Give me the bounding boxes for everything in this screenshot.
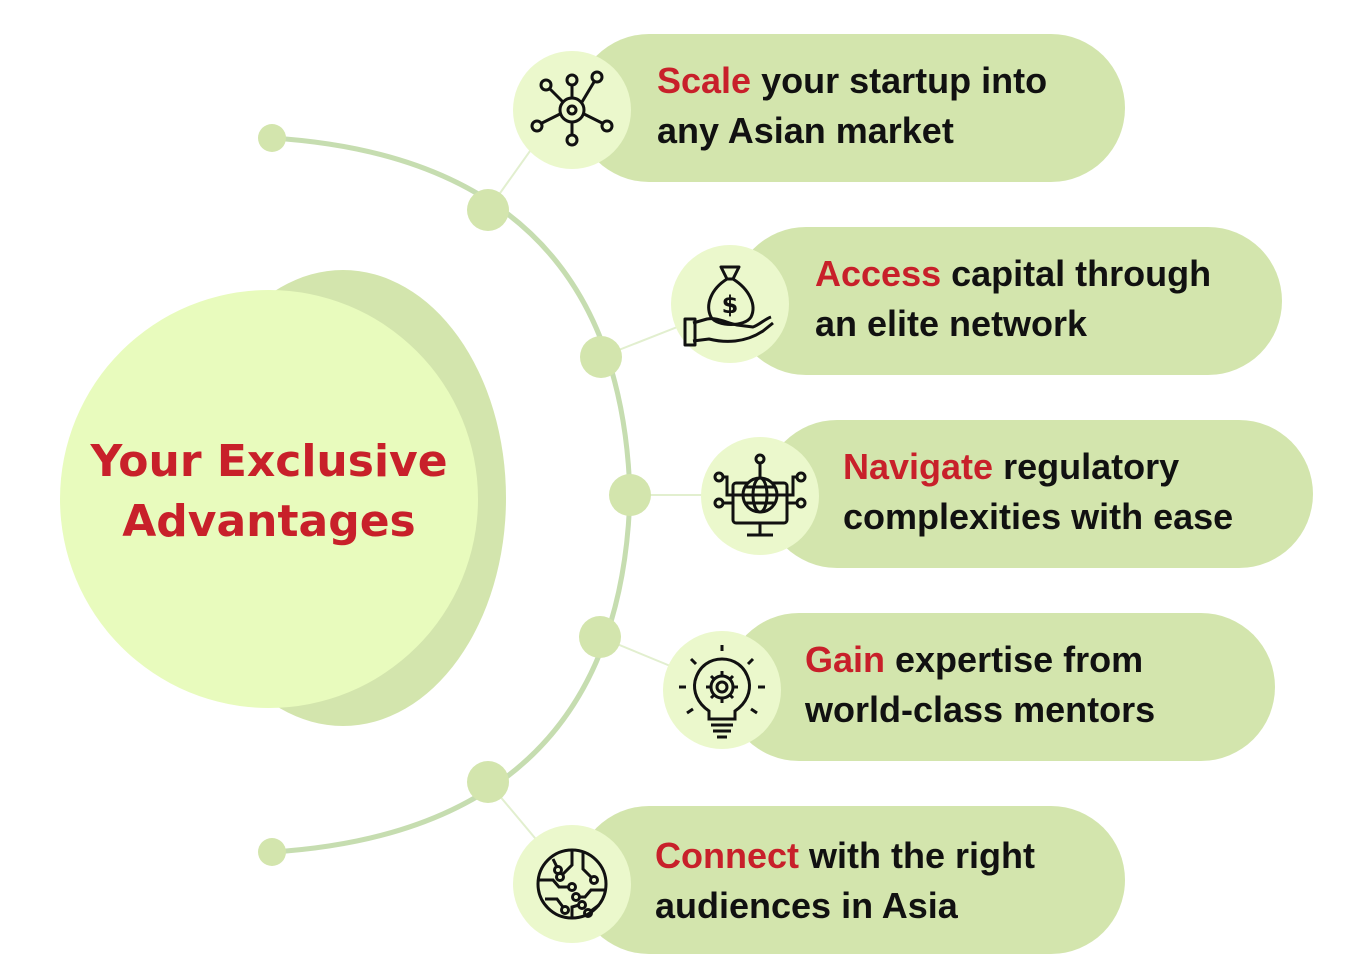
item-text-line1: expertise from [885,639,1144,680]
item-pill-navigate [763,420,1313,568]
hub-title: Your Exclusive Advantages [60,432,478,552]
item-text-line2: complexities with ease [843,496,1234,537]
arc-end-node-top [258,124,286,152]
item-text-scale: Scale your startup into any Asian market [657,56,1047,156]
item-text-line1: regulatory [993,446,1180,487]
item-text-line2: world-class mentors [805,689,1156,730]
hub-circle [60,290,478,708]
item-pill-connect [575,806,1125,954]
item-pill-access [732,227,1282,375]
arc-node-1 [467,189,509,231]
network-hub-icon [513,51,631,169]
item-keyword: Scale [657,60,752,101]
item-text-line2: audiences in Asia [655,885,958,926]
hub-title-line2: Advantages [122,496,416,547]
item-pill-scale [575,34,1125,182]
item-text-line2: any Asian market [657,110,954,151]
money-bag-hand-icon: $ [671,245,789,363]
arc-node-2 [580,336,622,378]
item-keyword: Access [815,253,942,294]
hub-title-line1: Your Exclusive [90,436,448,487]
lightbulb-gear-icon [663,631,781,749]
item-text-line1: with the right [799,835,1035,876]
globe-monitor-icon [701,437,819,555]
circuit-circle-icon [513,825,631,943]
item-keyword: Navigate [843,446,994,487]
item-text-gain: Gain expertise from world-class mentors [805,635,1155,735]
arc-node-3 [609,474,651,516]
item-text-access: Access capital through an elite network [815,249,1211,349]
arc-node-4 [579,616,621,658]
svg-text:$: $ [722,291,739,319]
item-text-line2: an elite network [815,303,1088,344]
item-text-navigate: Navigate regulatory complexities with ea… [843,442,1233,542]
item-pill-gain [725,613,1275,761]
item-text-line1: your startup into [751,60,1048,101]
arc-node-5 [467,761,509,803]
item-text-line1: capital through [941,253,1212,294]
item-keyword: Gain [805,639,886,680]
item-keyword: Connect [655,835,799,876]
item-text-connect: Connect with the right audiences in Asia [655,831,1035,931]
arc-end-node-bottom [258,838,286,866]
